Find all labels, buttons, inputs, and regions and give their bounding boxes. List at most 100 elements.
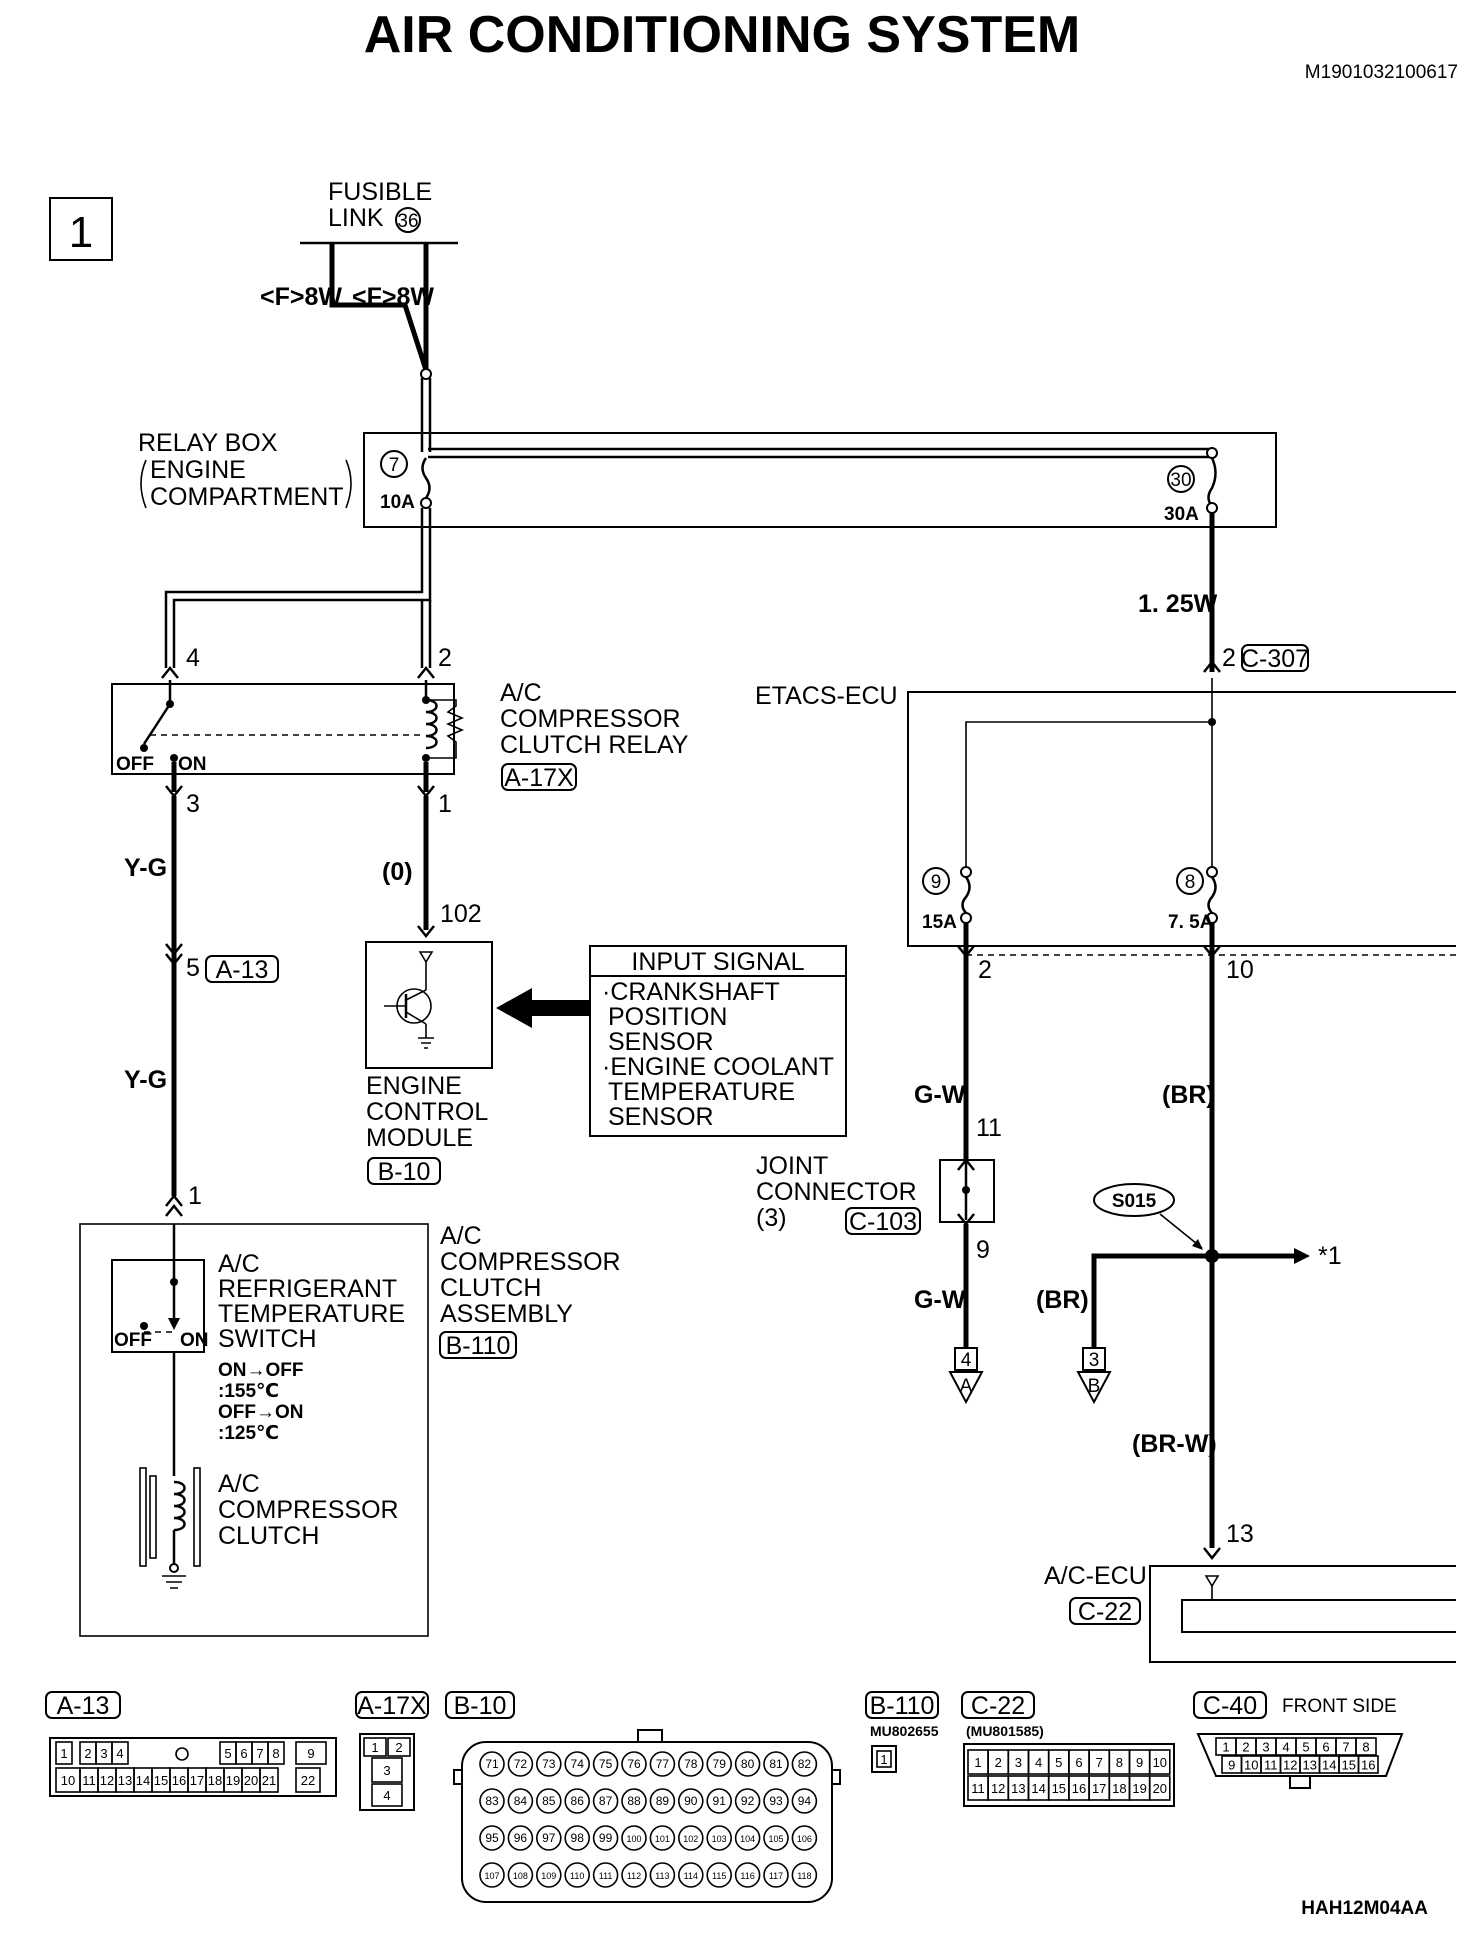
relay-switch-blade [142,703,172,745]
cv-b10-side-key-right [831,1769,841,1785]
cv-c40-pin-10: 10 [1244,1758,1258,1773]
document-code: M1901032100617 [1305,62,1458,83]
cv-c22-pin-17: 17 [1092,1781,1106,1796]
cv-b10-pin-116: 116 [740,1871,754,1881]
cv-b10-pin-107: 107 [484,1871,499,1881]
c22-connector-badge [1069,1597,1141,1625]
cv-b10-pin-91-ring [706,1788,733,1814]
fuse-30-terminal-bottom [1206,502,1218,514]
cv-c40-pin-8-cell [1355,1737,1377,1756]
clutch-relay-label-2: COMPRESSOR [500,705,681,733]
cv-c40-pin-11: 11 [1264,1758,1278,1773]
cv-b10-pin-92: 92 [741,1794,755,1808]
cv-a13-pin-1: 1 [60,1746,67,1761]
fusible-link-label: FUSIBLE [328,178,432,206]
input-signal-line-3: SENSOR [608,1028,714,1056]
cv-c22-label: C-22 [971,1692,1025,1720]
cv-b10-pin-86: 86 [571,1794,585,1808]
cv-a13-pin-16: 16 [172,1773,186,1788]
cv-a13-pin-22: 22 [301,1773,315,1788]
joint-connector-label-3: (3) [756,1204,787,1232]
fuse-9-symbol [961,876,971,914]
cv-a13-pin-10: 10 [61,1773,75,1788]
cv-b10-pin-80-ring [734,1751,761,1777]
cv-b10-pin-71: 71 [485,1757,499,1771]
etacs-label: ETACS-ECU [755,682,898,710]
cv-b10-pin-106: 106 [797,1834,812,1844]
temp-switch-label-4: SWITCH [218,1325,317,1353]
page-title: AIR CONDITIONING SYSTEM [364,6,1080,64]
cv-b10-pin-93: 93 [769,1794,783,1808]
cv-c22-pin-15: 15 [1052,1781,1066,1796]
cv-b10-pin-90-ring [677,1788,704,1814]
etacs-pin-in: 2 [1222,644,1236,672]
b10-connector-label: B-10 [378,1158,431,1186]
relay-box-paren-right [345,459,352,509]
cv-c22-pin-2: 2 [995,1755,1002,1770]
cv-a13-pin-21: 21 [262,1773,276,1788]
input-signal-line-5: TEMPERATURE [608,1078,795,1106]
wire-label-g-w-2: G-W [914,1286,966,1314]
relay-box-label-2: ENGINE [150,456,246,484]
cv-b10-pin-117-ring [763,1862,789,1888]
cv-b10-pin-80: 80 [741,1757,755,1771]
fuse-9-terminal-bottom [960,912,972,924]
cv-b110-label: B-110 [870,1692,935,1720]
joint-pin-in-arrow [957,1157,975,1171]
etacs-pin10-arrow [1203,945,1221,959]
b110-pin-label: 1 [188,1182,202,1210]
fuse-30-circle [1167,465,1195,493]
cv-a13-pin-15: 15 [154,1773,168,1788]
ecm-transistor-collector [405,989,427,1001]
cv-b10-pin-96-ring [507,1825,534,1851]
ecm-pin-label: 102 [440,900,482,928]
cv-a13-pin-20: 20 [244,1773,258,1788]
cv-a17x-frame [359,1733,415,1811]
wire-to-relay-pin4-b [172,508,432,668]
cv-b110-pin-cell [876,1750,892,1768]
cv-c40-pin-6: 6 [1322,1740,1329,1755]
cv-c22-pin-6: 6 [1075,1755,1082,1770]
cv-a13-pin-19: 19 [226,1773,240,1788]
compressor-assembly-label-4: ASSEMBLY [440,1300,573,1328]
cv-a13-pin-8: 8 [272,1746,279,1761]
c307-connector-label: C-307 [1241,645,1309,673]
a13-junction-symbol [165,943,183,967]
temp-switch-arrow [168,1318,180,1330]
cv-b10-pin-89: 89 [656,1794,670,1808]
cv-c22-pin-16: 16 [1072,1781,1086,1796]
cv-b10-pin-99: 99 [599,1831,613,1845]
terminal-b-arrow-icon [1076,1371,1112,1405]
cv-a13-pin-9-cell [295,1741,327,1765]
a13-connector-badge [205,955,279,983]
ecm-pin-arrow [417,925,435,939]
temp-switch-spec-2: :155℃ [218,1381,279,1402]
cv-b10-pin-112-ring [621,1862,647,1888]
cv-b10-pin-88-ring [621,1788,647,1814]
page-number-box [49,197,113,261]
temp-switch-label-2: REFRIGERANT [218,1275,397,1303]
cv-a13-badge [45,1691,121,1719]
clutch-relay-label: A/C [500,679,542,707]
cv-c22-pin-3: 3 [1015,1755,1022,1770]
cv-b10-pin-111: 111 [599,1871,613,1881]
cv-b10-pin-95-ring [479,1825,505,1851]
cv-a13-pin-13: 13 [118,1773,132,1788]
fuse-30-number: 30 [1170,470,1191,491]
input-signal-line-6: SENSOR [608,1103,714,1131]
input-signal-line-1: ·CRANKSHAFT [602,978,780,1006]
fuse-7-rating: 10A [380,492,415,513]
cv-a13-pin-18: 18 [208,1773,222,1788]
fuse-8-rating: 7. 5A [1168,912,1214,933]
cv-a13-pin-14: 14 [136,1773,150,1788]
cv-b10-pin-99-ring [592,1825,619,1851]
cv-b10-pin-72: 72 [514,1757,528,1771]
relay-box-label-3: COMPARTMENT [150,483,344,511]
relay-off-contact [140,744,148,752]
c103-connector-label: C-103 [849,1208,917,1236]
temp-switch-off-contact [140,1322,148,1330]
temp-switch-on-label: ON [180,1330,209,1351]
cv-a17x-pin-1: 1 [371,1740,378,1755]
cv-c40-frame [1196,1733,1404,1777]
